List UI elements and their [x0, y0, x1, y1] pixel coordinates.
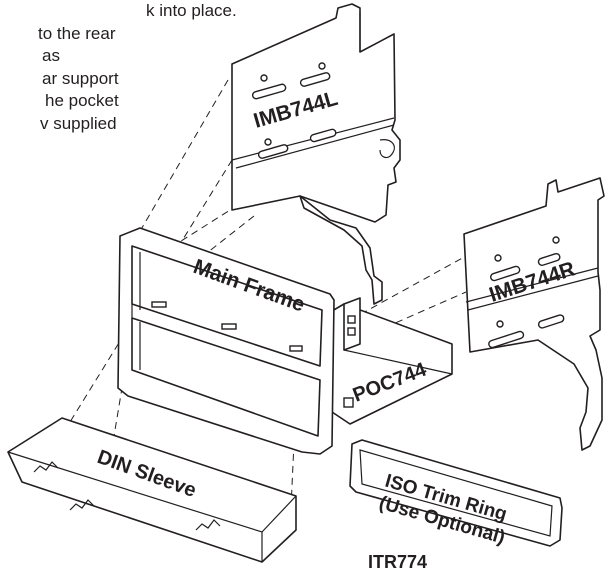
iso-trim-ring [349, 439, 563, 547]
instruction-line-2: to the rear [38, 23, 116, 43]
poc744-pocket [319, 297, 453, 425]
instruction-line-3: as [42, 46, 60, 66]
imb744l-bracket [231, 3, 401, 305]
instruction-line-5: he pocket [45, 91, 119, 111]
itr774-label: ITR774 [368, 552, 427, 572]
imb744r-bracket [463, 177, 605, 451]
instruction-text: k into place. to the rear as ar support … [0, 0, 237, 136]
din-sleeve [7, 417, 297, 563]
instruction-line-4: ar support [42, 68, 119, 88]
main-frame [117, 227, 335, 455]
instruction-line-6: v supplied [40, 113, 117, 133]
